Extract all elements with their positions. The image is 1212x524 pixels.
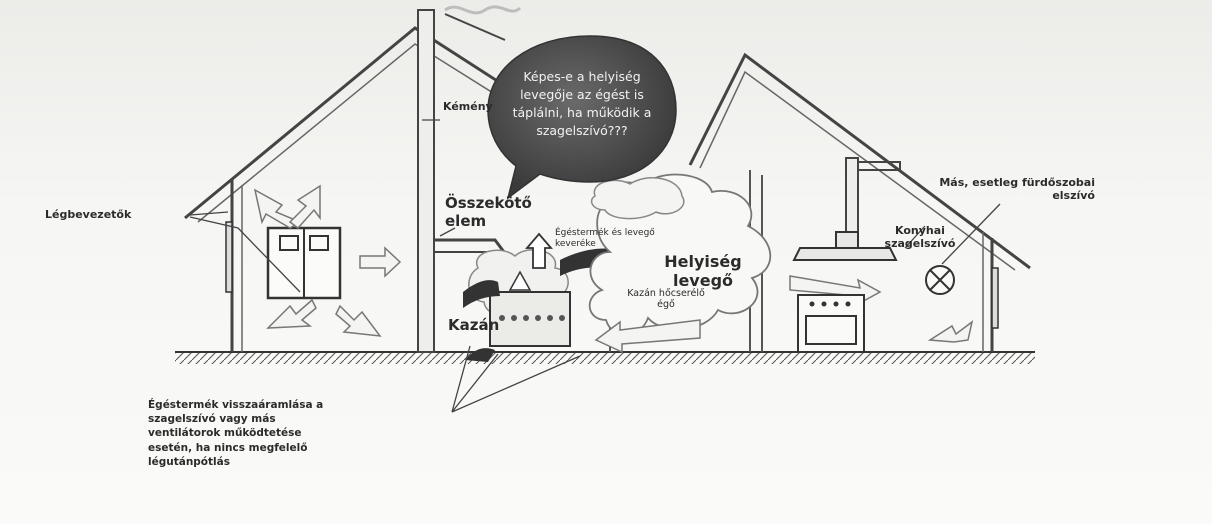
small-arrow-right — [930, 322, 972, 342]
label-heat-exchanger: Kazán hőcserélő égő — [626, 288, 706, 311]
ground-hatch — [175, 352, 1035, 364]
bubble-text: Képes-e a helyiség levegője az égést is … — [512, 68, 652, 141]
extractor-fan-icon — [926, 266, 954, 294]
kitchen-hood-chimney — [836, 232, 858, 248]
wall-vent-right — [992, 268, 998, 328]
smoke-plume — [445, 7, 520, 13]
backflow-note: Égéstermék visszaáramlása a szagelszívó … — [148, 398, 338, 469]
label-flue-gas-mix: Égéstermék és levegő keveréke — [555, 228, 655, 250]
label-air-inlets: Légbevezetők — [45, 208, 131, 221]
label-connector: Összekötő elem — [445, 194, 525, 230]
label-other-extractor: Más, esetleg fürdőszobai elszívó — [910, 176, 1095, 202]
label-boiler: Kazán — [448, 316, 499, 334]
label-room-air: Helyiség levegő — [658, 252, 748, 290]
chimney — [418, 10, 434, 352]
label-kitchen-hood: Konyhai szagelszívó — [870, 224, 970, 250]
label-chimney: Kémény — [443, 100, 493, 113]
chimney-top — [445, 14, 505, 40]
wall-vent-left — [226, 222, 232, 292]
